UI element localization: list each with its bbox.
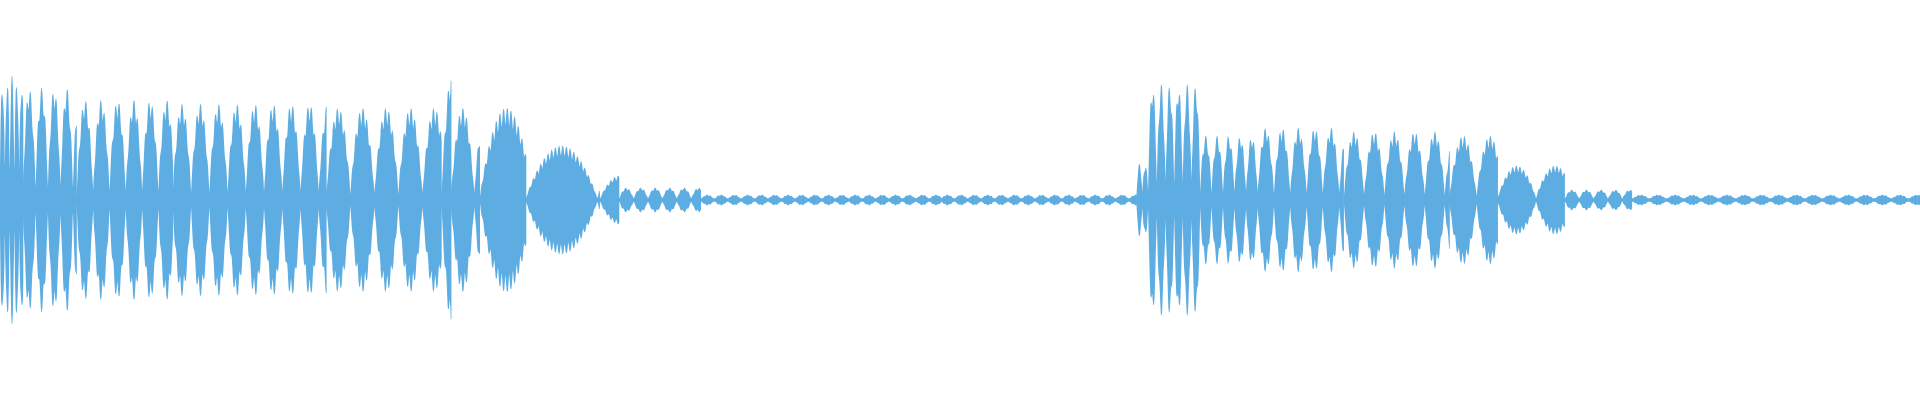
waveform-clips <box>0 75 1920 325</box>
waveform-clip-1 <box>0 75 1143 325</box>
